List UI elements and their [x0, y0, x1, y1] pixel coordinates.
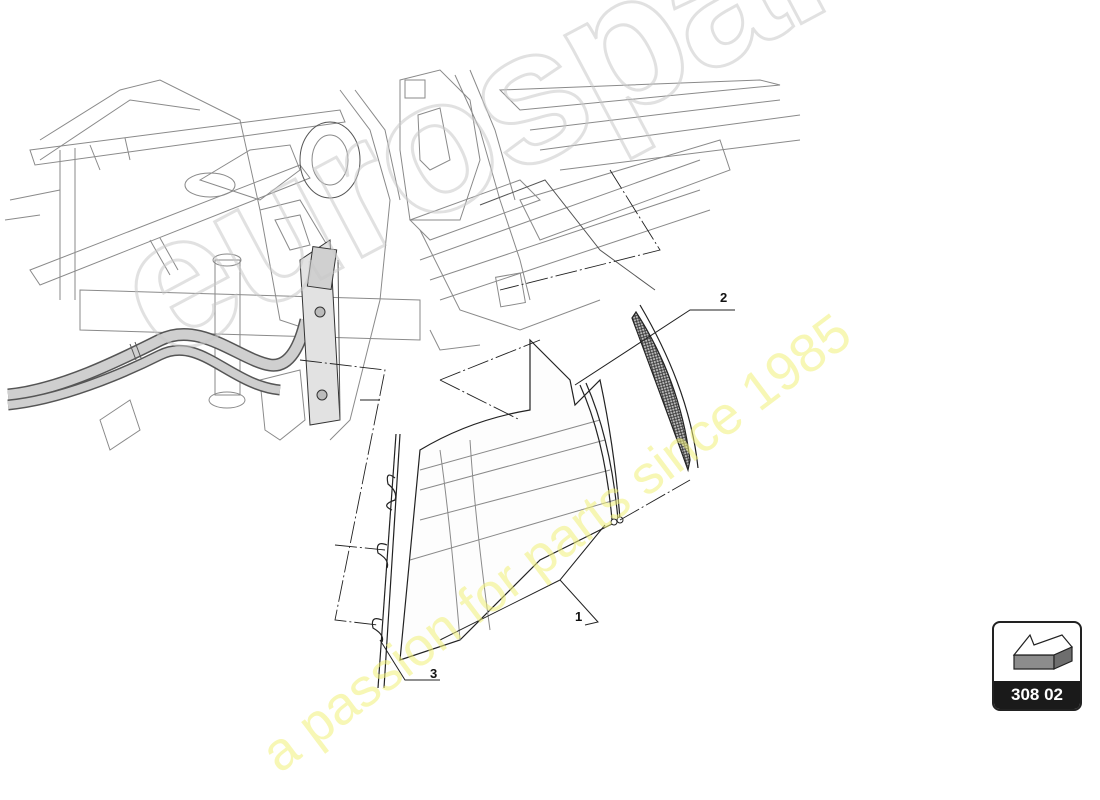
part-3-clip-strip: [371, 433, 401, 689]
actuator-bracket: [299, 239, 341, 426]
callout-1[interactable]: 1: [575, 609, 583, 624]
arrow-box-icon: [1012, 633, 1073, 670]
callout-leaders: [379, 309, 735, 681]
page-reference-badge[interactable]: 308 02: [992, 621, 1082, 711]
upper-panel-outline: [479, 179, 656, 291]
page-number: 308 02: [994, 681, 1080, 709]
coolant-hoses: [7, 318, 313, 411]
part-2-mesh-grille: [631, 304, 699, 473]
callout-3[interactable]: 3: [430, 666, 438, 681]
part-1-duct-panel: [399, 338, 624, 661]
assembly-guide-lines: [299, 169, 691, 626]
callout-2[interactable]: 2: [720, 290, 728, 305]
